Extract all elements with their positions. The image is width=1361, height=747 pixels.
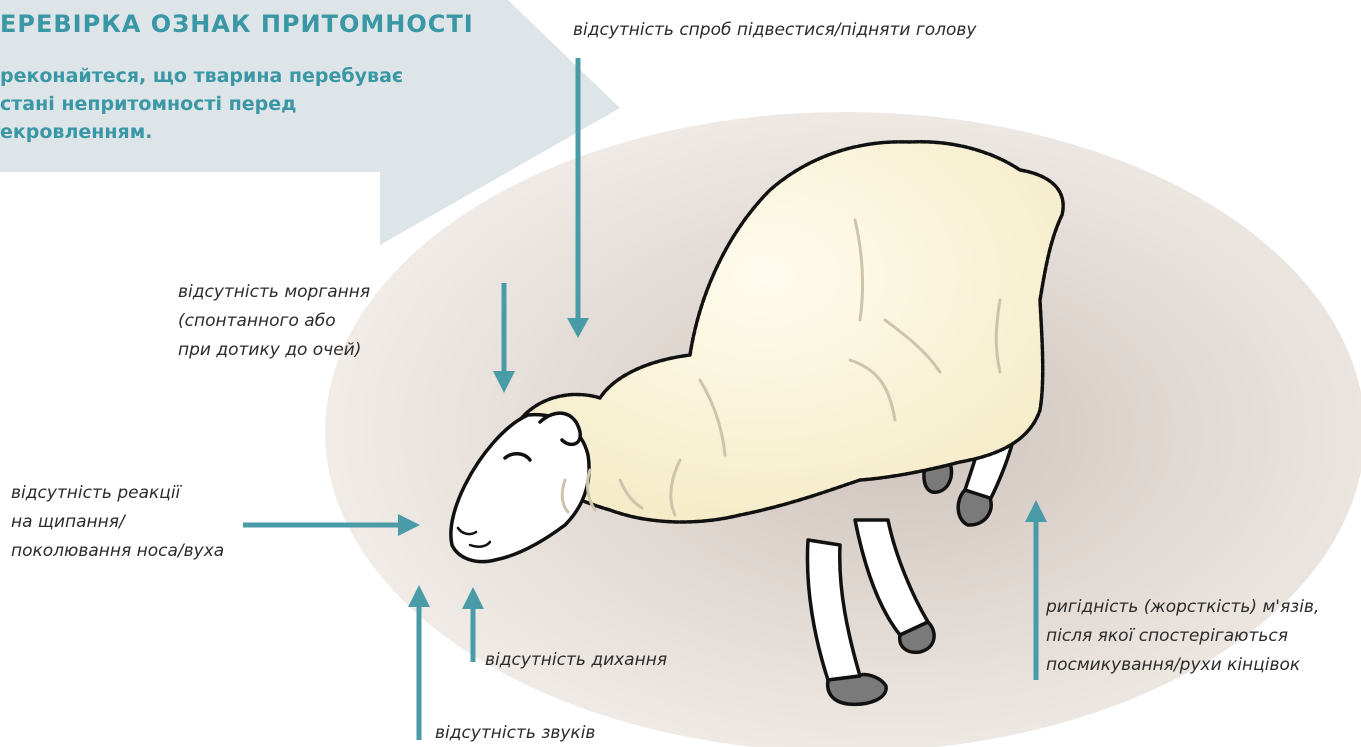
banner-title: ЕРЕВІРКА ОЗНАК ПРИТОМНОСТІ [0,10,474,38]
label-rigidity: ригідність (жорсткість) м'язів, після як… [1046,593,1319,680]
label-breathing: відсутність дихання [485,646,667,675]
sheep-hind-hoof-2 [958,490,991,525]
sheep-front-hoof-1 [828,674,887,704]
label-pinch: відсутність реакції на щипання/ поколюва… [11,479,224,566]
label-blink: відсутність моргання (спонтанного або пр… [178,278,370,365]
banner-text: реконайтеся, що тварина перебуває стані … [0,62,500,146]
label-head-lift: відсутність спроб підвестися/підняти гол… [573,16,977,45]
label-sounds: відсутність звуків [435,719,595,747]
